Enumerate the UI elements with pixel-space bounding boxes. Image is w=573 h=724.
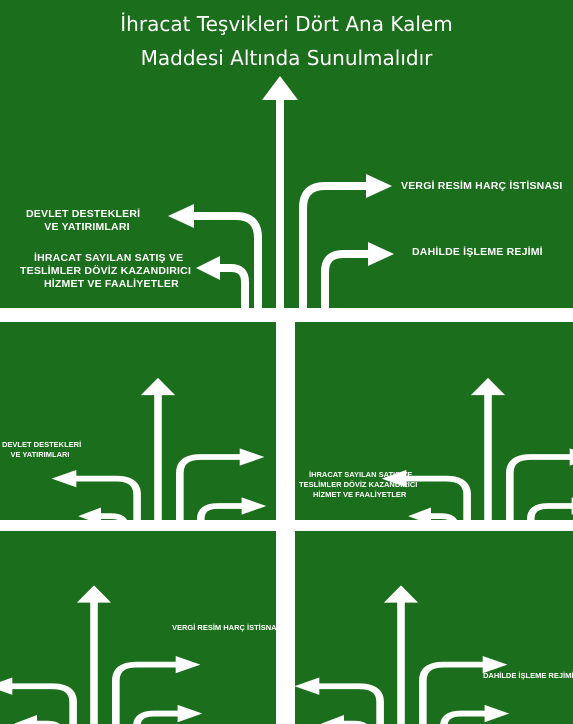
title-line-1: İhracat Teşvikleri Dört Ana Kalem [120,12,453,36]
label-ihracat-line-3: HİZMET VE FAALİYETLER [44,278,179,290]
four-way-direction-arrow-icon [51,377,267,520]
label-ihracat-line-2: TESLİMLER DÖVİZ KAZANDIRICI [299,480,418,489]
title-line-2: Maddesi Altında Sunulmalıdır [140,46,433,70]
four-way-direction-arrow-icon [295,585,510,724]
label-devlet-line-2: VE YATIRIMLARI [44,221,130,233]
label-dahilde: DAHİLDE İŞLEME REJİMİ [412,246,543,258]
panel-devlet-destekleri: DEVLET DESTEKLERİ VE YATIRIMLARI [0,322,276,520]
label-ihracat-line-3: HİZMET VE FAALİYETLER [313,490,407,499]
panel-ihracat-sayilan: İHRACAT SAYILAN SATIŞ VE TESLİMLER DÖVİZ… [295,322,573,520]
label-devlet-line-2: VE YATIRIMLARI [10,450,70,459]
label-devlet-line-1: DEVLET DESTEKLERİ [2,440,82,449]
panel-overview: İhracat Teşvikleri Dört Ana Kalem Maddes… [0,0,573,308]
label-ihracat-line-2: TESLİMLER DÖVİZ KAZANDIRICI [20,265,192,277]
panel-dahilde-isleme: DAHİLDE İŞLEME REJİMİ [295,531,573,724]
label-dahilde: DAHİLDE İŞLEME REJİMİ [483,671,573,680]
label-ihracat-line-1: İHRACAT SAYILAN SATIŞ VE [309,470,413,479]
panel-vergi-resim: VERGİ RESİM HARÇ İSTİSNASI [0,531,276,724]
label-vergi: VERGİ RESİM HARÇ İSTİSNASI [401,180,563,192]
label-devlet-line-1: DEVLET DESTEKLERİ [26,208,141,220]
label-ihracat-line-1: İHRACAT SAYILAN SATIŞ VE [34,252,184,264]
label-vergi: VERGİ RESİM HARÇ İSTİSNASI [172,623,276,632]
